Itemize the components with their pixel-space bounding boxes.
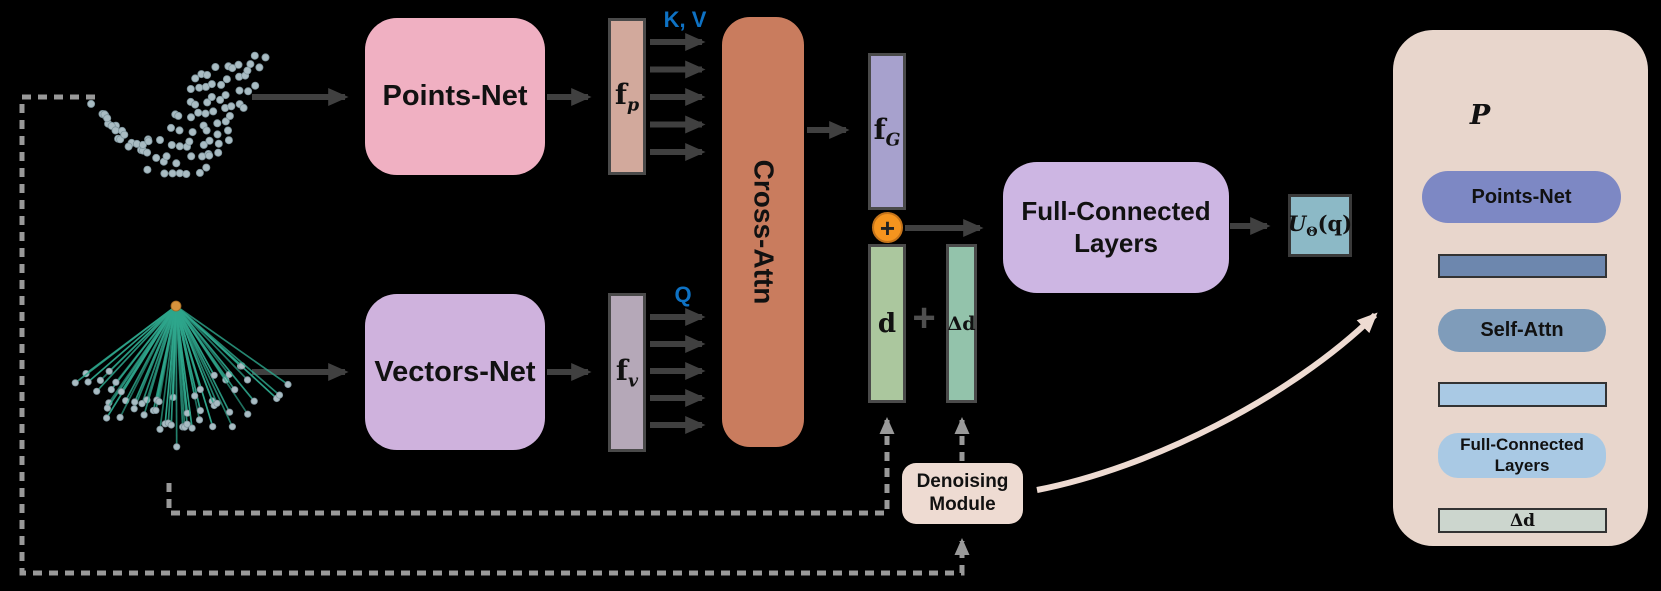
udf-label: UΘ(q) xyxy=(1287,210,1353,241)
fp-label: fp xyxy=(614,77,640,116)
dashed-wire-pointcloud-to-denoising xyxy=(19,94,970,576)
kv-label: K, V xyxy=(663,7,707,32)
q-label: Q xyxy=(674,282,692,307)
concat-plus-icon: + xyxy=(872,212,903,243)
plus-operator: + xyxy=(912,295,936,340)
delta-d-bar: Δd xyxy=(946,244,977,403)
p-set-label: P xyxy=(1469,99,1491,131)
denoising-line1: Denoising xyxy=(916,471,1009,493)
vectors-net-label: Vectors-Net xyxy=(374,355,536,388)
dashed-wire-vectors-to-d xyxy=(166,416,895,516)
d-label: d xyxy=(877,308,897,339)
panel-fc-line1: Full-Connected xyxy=(1460,435,1584,455)
panel-delta-d-bar: Δd xyxy=(1438,508,1607,533)
panel-feature-bar-2 xyxy=(1438,382,1607,407)
panel-feature-bar-1 xyxy=(1438,254,1607,278)
fp-feature-bar: fp xyxy=(608,18,646,175)
full-connected-layers-box: Full-Connected Layers xyxy=(1003,162,1229,293)
fv-feature-bar: fv xyxy=(608,293,646,452)
vectors-net-box: Vectors-Net xyxy=(365,294,545,450)
cross-attn-box: Cross-Attn xyxy=(722,17,804,447)
panel-delta-d-label: Δd xyxy=(1509,510,1536,531)
panel-points-net-box: Points-Net xyxy=(1422,171,1621,223)
udf-output-box: UΘ(q) xyxy=(1288,194,1352,257)
input-point-cloud-figure xyxy=(87,51,270,178)
fc-layers-line1: Full-Connected xyxy=(1021,195,1211,226)
d-distance-bar: d xyxy=(868,244,906,403)
fg-feature-bar: fG xyxy=(868,53,906,210)
denoising-module-box: Denoising Module xyxy=(902,463,1023,524)
fv-label: fv xyxy=(615,353,639,392)
fc-layers-line2: Layers xyxy=(1074,227,1158,258)
denoising-line2: Module xyxy=(929,493,996,515)
panel-fc-line2: Layers xyxy=(1494,455,1550,475)
fg-label: fG xyxy=(873,112,901,151)
cross-attn-label: Cross-Attn xyxy=(748,159,780,305)
input-vector-fan-figure xyxy=(71,300,292,451)
points-net-box: Points-Net xyxy=(365,18,545,175)
points-net-label: Points-Net xyxy=(382,80,528,112)
panel-self-attn-box: Self-Attn xyxy=(1438,309,1606,352)
delta-d-label: Δd xyxy=(947,312,976,335)
curved-arrow-denoising-to-panel xyxy=(1036,312,1378,493)
panel-full-connected-box: Full-Connected Layers xyxy=(1438,433,1606,478)
